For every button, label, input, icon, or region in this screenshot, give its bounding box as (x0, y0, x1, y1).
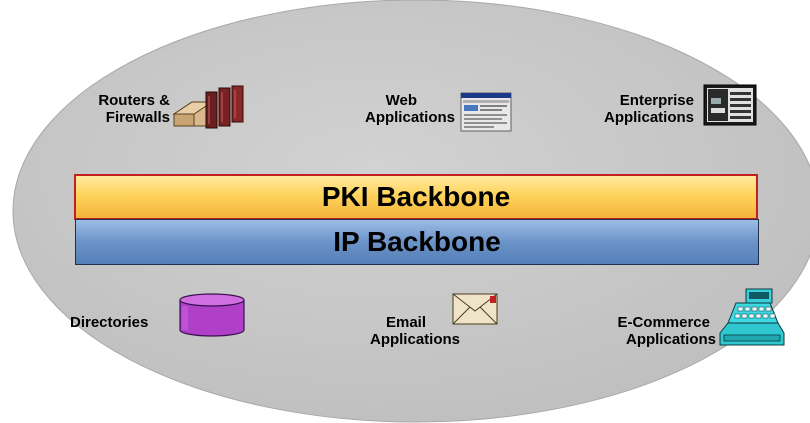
enterprise-label-line2: Applications (603, 109, 694, 126)
email-label-line1: Email (385, 314, 427, 331)
email-applications-label: Email Applications (350, 314, 480, 348)
monitor-screen-icon (703, 84, 757, 126)
web-applications-label: Web Applications (320, 92, 455, 126)
email-label-line2: Applications (369, 331, 460, 348)
routers-label-line2: Firewalls (105, 109, 170, 126)
server-rack-icon (172, 85, 244, 129)
pki-backbone-bar: PKI Backbone (74, 174, 758, 220)
browser-window-icon (460, 92, 512, 132)
web-label-line1: Web (385, 92, 417, 109)
ecommerce-label-line2: Applications (625, 331, 716, 348)
database-cylinder-icon (179, 293, 245, 337)
enterprise-label-line1: Enterprise (619, 92, 694, 109)
ecommerce-applications-label: E-Commerce Applications (570, 314, 716, 348)
envelope-icon (452, 293, 498, 325)
directories-label: Directories (70, 314, 149, 331)
ip-backbone-label: IP Backbone (333, 226, 501, 257)
enterprise-applications-label: Enterprise Applications (560, 92, 694, 126)
routers-firewalls-label: Routers & Firewalls (60, 92, 170, 126)
ecommerce-label-line1: E-Commerce (617, 314, 710, 331)
pki-backbone-label: PKI Backbone (321, 181, 511, 212)
routers-label-line1: Routers & (98, 92, 170, 109)
cash-register-icon (719, 288, 785, 346)
web-label-line2: Applications (364, 109, 455, 126)
ip-backbone-bar: IP Backbone (75, 219, 759, 265)
